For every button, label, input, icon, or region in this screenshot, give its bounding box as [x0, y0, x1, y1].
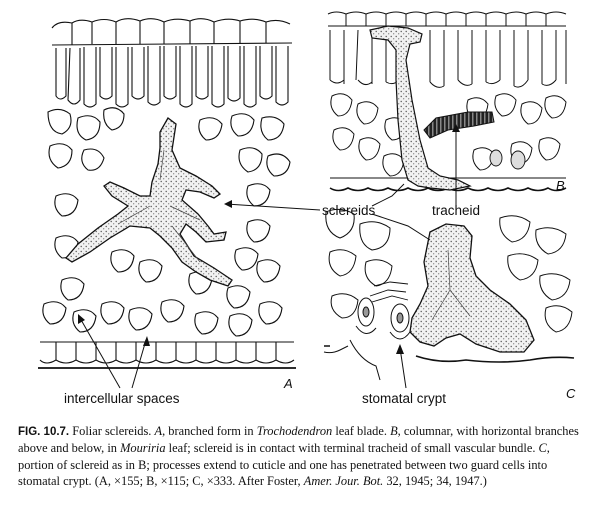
label-tracheid: tracheid — [432, 203, 480, 218]
leader-sclereids-b — [371, 213, 431, 241]
caption-a-genus: Trochodendron — [256, 424, 333, 438]
caption-c-text: , portion of sclereid as in B; processes… — [18, 441, 550, 489]
caption-source: After Foster, — [237, 474, 301, 489]
label-intercellular-spaces: intercellular spaces — [64, 391, 180, 406]
caption-b-letter: B — [390, 424, 398, 438]
caption-journal: Amer. Jour. Bot. — [303, 474, 384, 489]
caption-b-genus: Mouriria — [120, 441, 166, 456]
arrowhead-intercellular-1 — [78, 314, 85, 324]
caption-fig-number: FIG. 10.7. — [18, 426, 70, 438]
panel-a-mesophyll — [42, 107, 291, 337]
arrowhead-intercellular-2 — [143, 336, 150, 346]
caption-b-text: , columnar, with horizontal branches abo… — [18, 424, 579, 456]
panel-a-branched-sclereid — [65, 117, 233, 287]
panel-b-guard-cells — [489, 149, 526, 170]
panel-b-upper-epidermis — [327, 11, 567, 27]
caption-c-letter: C — [538, 441, 547, 456]
caption-a-text: , branched form in — [162, 424, 254, 438]
leader-intercellular-1 — [79, 317, 121, 389]
panel-letter-b: B — [556, 178, 565, 193]
panel-letter-c: C — [566, 386, 576, 401]
panel-c-drawing — [323, 208, 575, 381]
panel-b-drawing — [327, 11, 567, 192]
panel-c-mesophyll — [325, 208, 573, 333]
leader-lines — [79, 128, 457, 389]
panel-letter-a: A — [283, 376, 293, 391]
label-sclereids: sclereids — [322, 203, 376, 218]
panel-a-lower-epidermis — [38, 341, 296, 369]
figure-caption: FIG. 10.7. Foliar sclereids. A, branched… — [18, 423, 586, 490]
panel-a-palisade — [55, 46, 289, 108]
label-stomatal-crypt: stomatal crypt — [362, 391, 446, 406]
panel-b-columnar-sclereid — [369, 25, 472, 191]
panel-c-sclereid — [409, 223, 535, 353]
panel-c-guard-cells — [355, 281, 411, 340]
leader-intercellular-2 — [131, 339, 147, 389]
leader-sclereids-top — [371, 183, 405, 207]
caption-a-letter: A — [154, 424, 163, 438]
caption-title: Foliar sclereids. — [72, 424, 152, 438]
panel-b-terminal-tracheid — [423, 111, 495, 139]
panel-b-palisade — [329, 29, 567, 88]
panel-a-upper-epidermis — [51, 18, 293, 46]
caption-volumes: 32, 1945; 34, 1947.) — [386, 474, 487, 489]
caption-b-tail: leaf; sclereid is in contact with termin… — [168, 441, 536, 456]
caption-a-tail: leaf blade. — [335, 424, 387, 438]
leader-stomatal-crypt — [399, 347, 407, 389]
arrowhead-tracheid — [452, 124, 460, 132]
arrowhead-stomatal-crypt — [396, 344, 404, 354]
leader-sclereids-a — [225, 203, 321, 211]
arrowhead-sclereids-a — [224, 200, 232, 208]
caption-magnification: (A, ×155; B, ×115; C, ×333. — [94, 474, 236, 489]
panel-a-drawing — [38, 18, 296, 369]
panel-b-mesophyll — [330, 93, 567, 177]
panel-c-lower-epidermis — [323, 339, 575, 381]
